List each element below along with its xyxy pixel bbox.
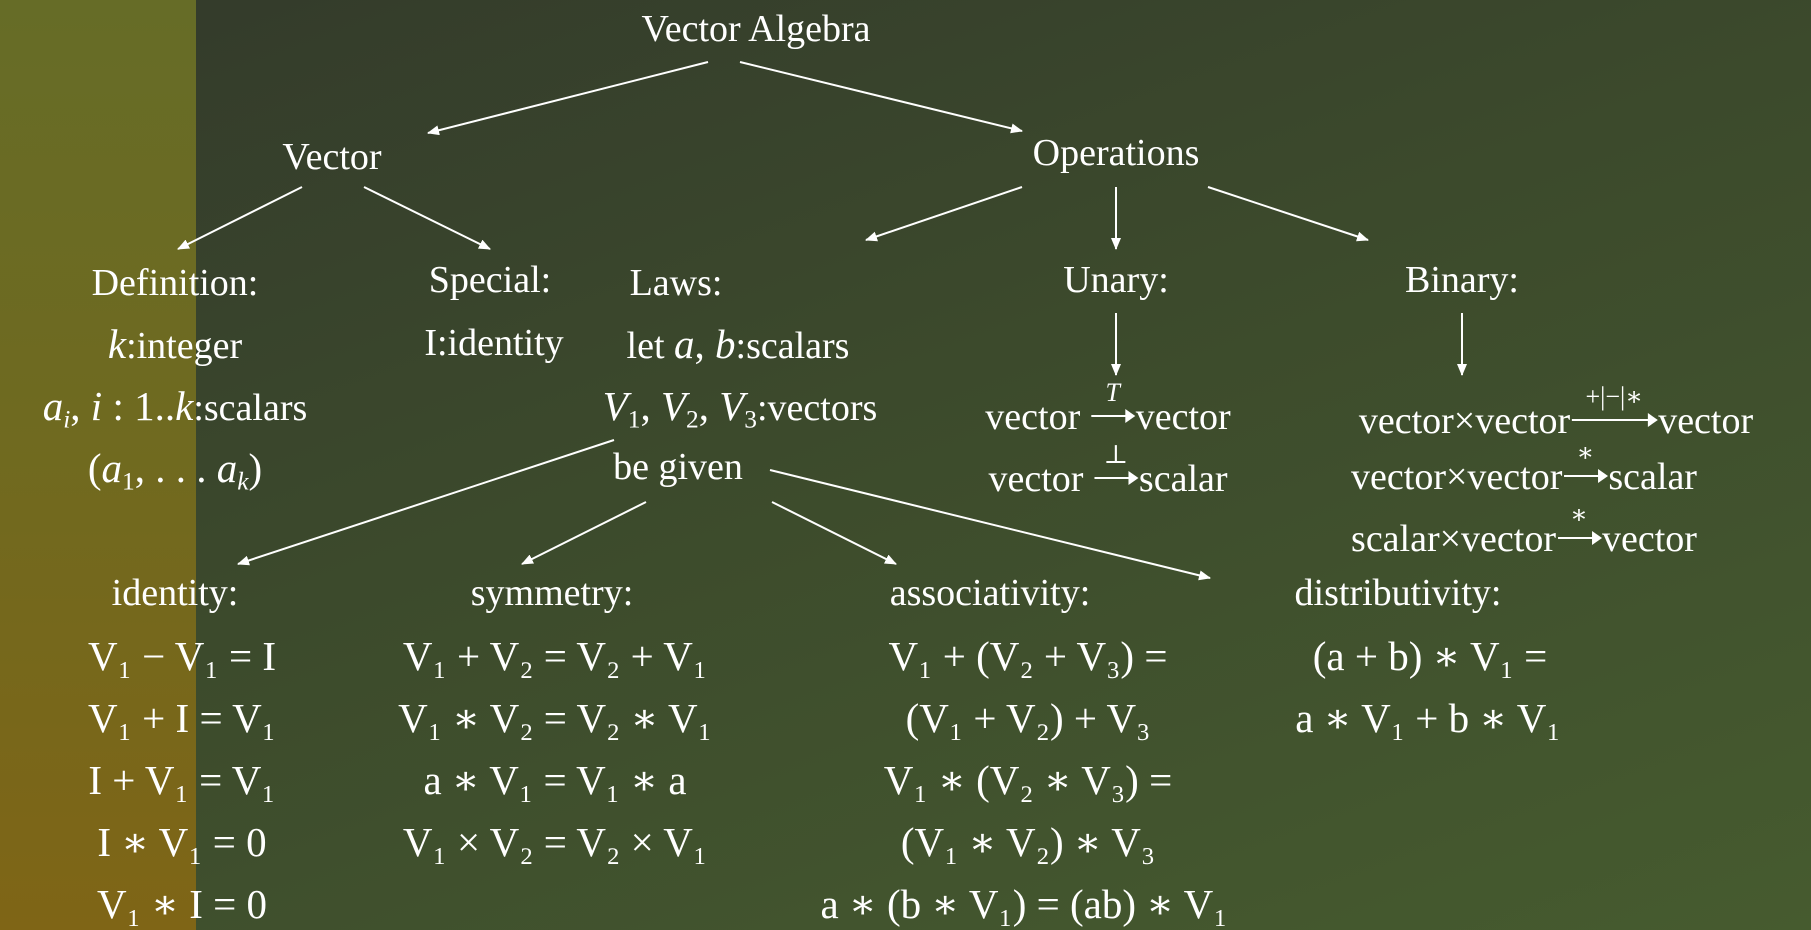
k-symbol: k <box>107 321 127 367</box>
tuple-open: ( <box>87 445 102 491</box>
associativity-law: V₁ + (V₂ + V₃) = <box>888 633 1168 679</box>
diagram-title: Vector Algebra <box>641 8 871 50</box>
arrow-operations-to-laws <box>865 186 1023 242</box>
unary-heading: Unary: <box>1063 259 1169 301</box>
associativity-law: (V₁ ∗ V₂) ∗ V₃ <box>900 819 1156 865</box>
symmetry-heading: symmetry: <box>470 572 634 614</box>
associativity-heading: associativity: <box>889 572 1091 614</box>
binary-row-right: vector <box>1658 400 1754 442</box>
tuple-last-subscript: k <box>237 467 249 496</box>
special-heading: Special: <box>428 259 552 301</box>
arrow-title-to-vector <box>427 61 709 136</box>
star-symbol: ∗ <box>1570 499 1588 529</box>
identity-law: V₁ ∗ I = 0 <box>96 881 268 927</box>
unary-row-left: vector <box>985 396 1090 438</box>
arrow-operator: T <box>1090 379 1136 429</box>
index-range: : 1.. <box>102 383 176 429</box>
i-symbol: i <box>90 383 103 429</box>
vectors-word: :vectors <box>756 387 878 429</box>
transpose-symbol: T <box>1105 377 1120 407</box>
unary-row-perp: vector ⊥ scalar <box>988 441 1228 500</box>
arrow-operations-to-binary <box>1207 186 1369 242</box>
arrow-title-to-operations <box>739 61 1023 134</box>
distributivity-heading: distributivity: <box>1294 572 1502 614</box>
star-symbol: ∗ <box>1576 437 1595 467</box>
scalar-a: a <box>674 321 695 367</box>
k-description: :integer <box>126 325 243 367</box>
associativity-law: V₁ ∗ (V₂ ∗ V₃) = <box>883 757 1173 803</box>
special-identity-line: I:identity <box>424 322 564 364</box>
v2-symbol: V <box>660 383 687 429</box>
tuple-first-subscript: 1 <box>122 467 135 496</box>
arrow-vector-to-definition <box>177 186 303 250</box>
distributivity-law: (a + b) ∗ V₁ = <box>1312 633 1548 679</box>
perp-symbol: ⊥ <box>1103 439 1129 469</box>
arrow-laws-to-distributivity <box>769 469 1211 581</box>
definition-k-line: k:integer <box>107 321 243 367</box>
binary-row-right: scalar <box>1608 456 1697 498</box>
a-subscript: i <box>63 405 71 434</box>
tuple-dots: , . . . <box>134 445 217 491</box>
laws-given-line: be given <box>613 446 743 488</box>
scalar-b: b <box>715 321 736 367</box>
comma: , <box>694 321 716 367</box>
binary-heading: Binary: <box>1405 259 1519 301</box>
arrow-laws-to-associativity <box>771 501 897 565</box>
associativity-law: (V₁ + V₂) + V₃ <box>905 695 1151 741</box>
identity-law: V₁ + I = V₁ <box>88 695 276 741</box>
left-accent-bar <box>0 0 196 930</box>
associativity-law: a ∗ (b ∗ V₁) = (ab) ∗ V₁ <box>820 881 1228 927</box>
binary-row-left: vector×vector <box>1358 400 1571 442</box>
a-symbol: a <box>42 383 64 429</box>
binary-row-dot: vector×vector ∗ scalar <box>1351 439 1697 498</box>
laws-vectors-line: V1, V2, V3:vectors <box>602 383 878 434</box>
node-vector: Vector <box>282 136 382 178</box>
symmetry-law: a ∗ V₁ = V₁ ∗ a <box>423 757 687 803</box>
tuple-last-a: a <box>216 445 238 491</box>
arrow-operator: ∗ <box>1562 439 1609 489</box>
arrow-vector-to-special <box>363 186 491 250</box>
v1-symbol: V <box>602 383 628 429</box>
identity-heading: identity: <box>111 572 239 614</box>
binary-row-left: vector×vector <box>1351 456 1563 498</box>
plus-minus-times-symbol: +|−|∗ <box>1585 381 1643 411</box>
arrow-operator: ∗ <box>1556 501 1603 551</box>
range-k-symbol: k <box>175 383 194 429</box>
laws-heading: Laws: <box>629 262 723 304</box>
unary-row-left: vector <box>988 458 1093 500</box>
definition-heading: Definition: <box>91 262 259 304</box>
tuple-first-a: a <box>101 445 123 491</box>
binary-row-right: vector <box>1602 518 1697 560</box>
arrow-laws-to-symmetry <box>521 501 647 565</box>
tuple-close: ) <box>248 445 263 491</box>
v3-subscript: 3 <box>744 405 757 434</box>
binary-row-scale: scalar×vector ∗ vector <box>1351 501 1697 560</box>
symmetry-law: V₁ + V₂ = V₂ + V₁ <box>402 633 708 679</box>
a-description: :scalars <box>193 387 308 429</box>
definition-a-line: ai, i : 1..k:scalars <box>42 383 308 434</box>
unary-row-right: vector <box>1135 396 1231 438</box>
v3-symbol: V <box>719 383 745 429</box>
arrow-operator: ⊥ <box>1093 441 1139 491</box>
v1-subscript: 1 <box>627 405 641 434</box>
definition-tuple: (a1, . . . ak) <box>87 445 263 495</box>
v2-subscript: 2 <box>686 405 699 434</box>
identity-law: V₁ − V₁ = I <box>88 633 276 679</box>
symmetry-law: V₁ ∗ V₂ = V₂ ∗ V₁ <box>398 695 712 741</box>
unary-row-right: scalar <box>1138 458 1228 500</box>
laws-let-line: let a, b:scalars <box>626 321 850 367</box>
let-word: let <box>626 325 675 367</box>
identity-law: I + V₁ = V₁ <box>88 757 276 803</box>
arrow-laws-to-identity <box>237 439 615 566</box>
scalars-word: :scalars <box>735 325 850 367</box>
binary-row-add-sub-mul: vector×vector +|−|∗ vector <box>1358 383 1754 442</box>
arrow-operator: +|−|∗ <box>1570 383 1659 433</box>
distributivity-law: a ∗ V₁ + b ∗ V₁ <box>1295 695 1561 741</box>
identity-law: I ∗ V₁ = 0 <box>97 819 267 865</box>
symmetry-law: V₁ × V₂ = V₂ × V₁ <box>402 819 708 865</box>
binary-row-left: scalar×vector <box>1351 518 1557 560</box>
node-operations: Operations <box>1032 132 1200 174</box>
